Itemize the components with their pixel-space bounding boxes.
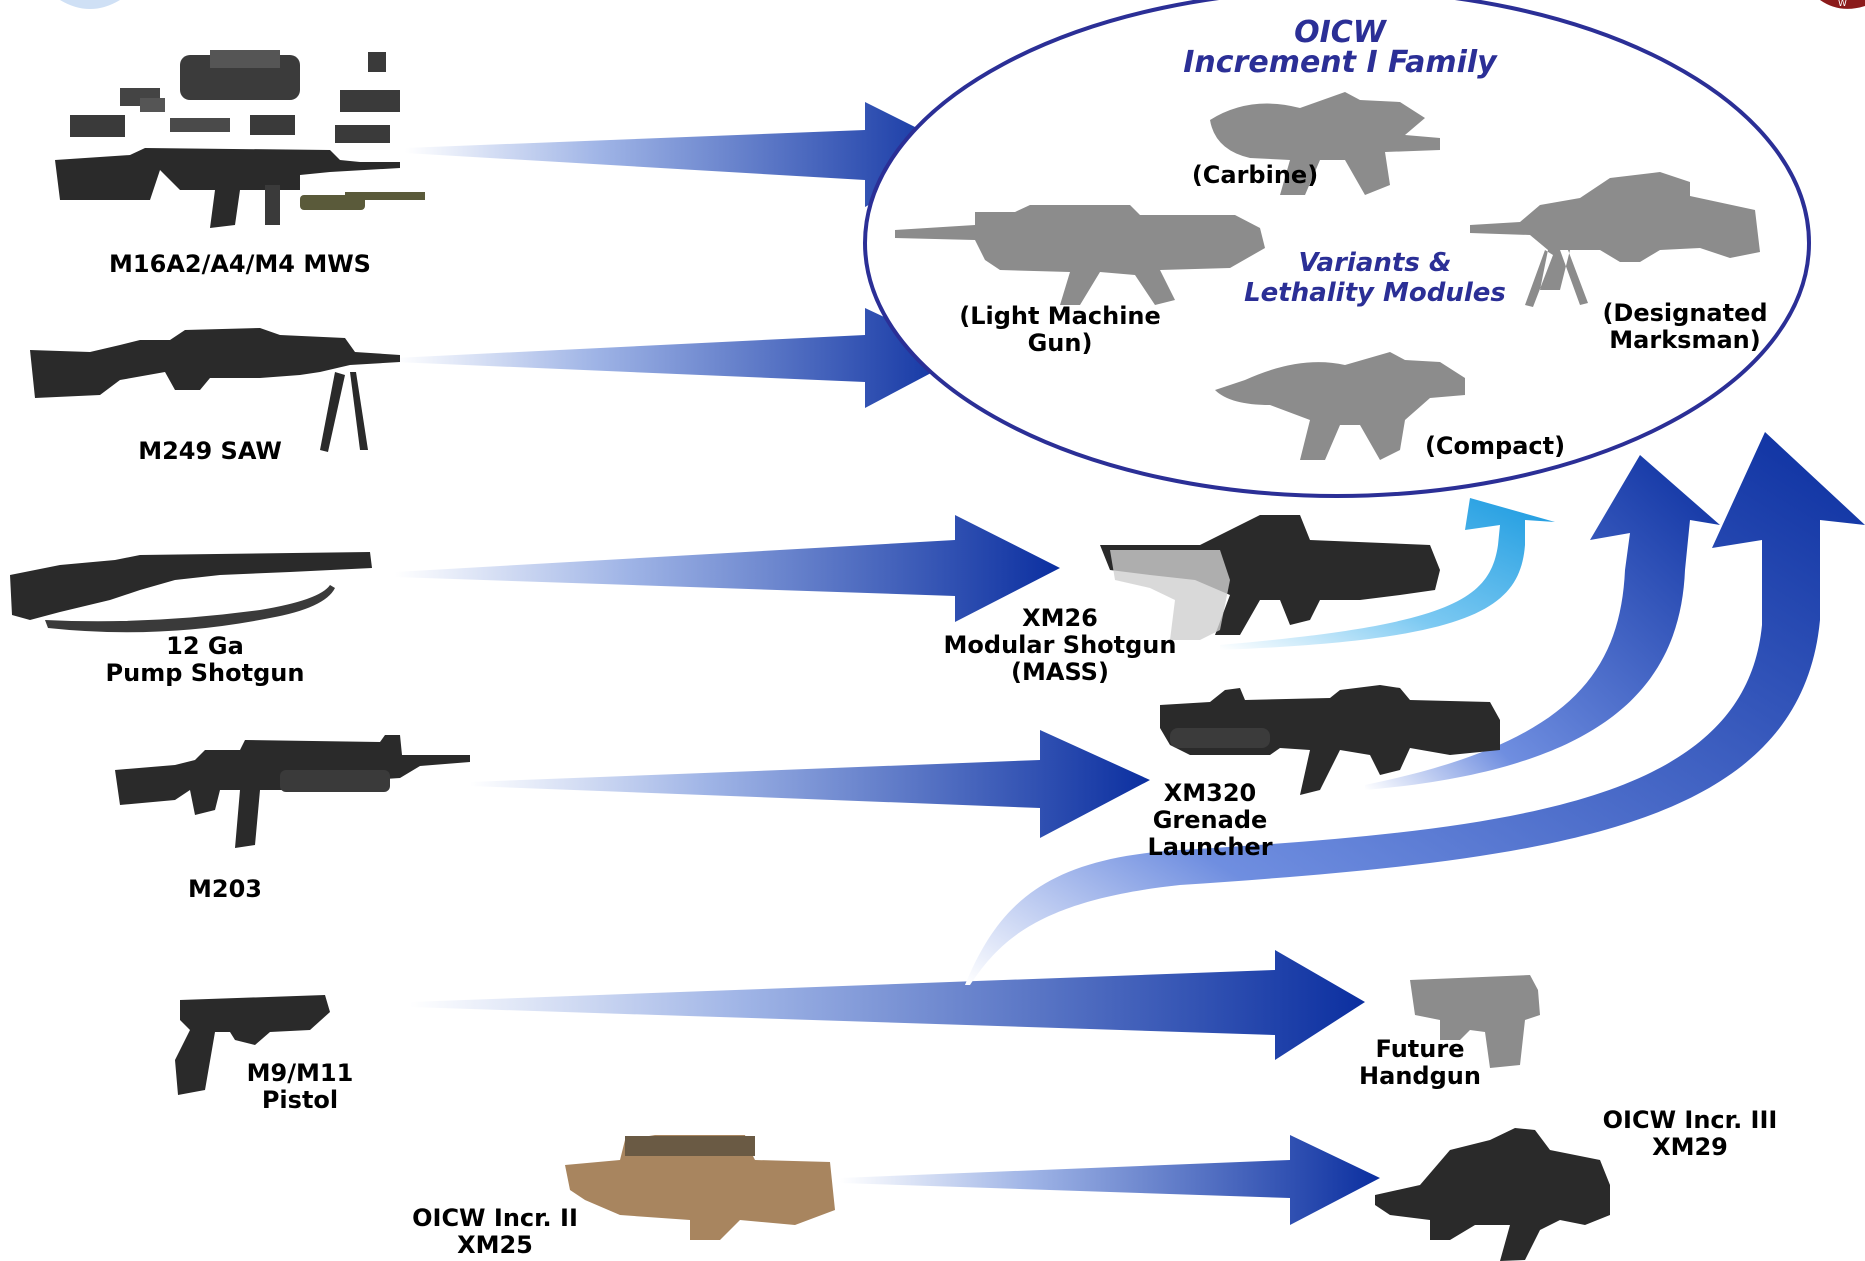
dm-label-line1: (Designated <box>1602 299 1768 327</box>
m203-label-text: M203 <box>188 875 262 903</box>
xm320-label-line2: Grenade <box>1152 806 1268 834</box>
xm25-image <box>565 1135 835 1240</box>
arrow-m16-to-oicw <box>405 102 965 207</box>
xm25-label-line1: OICW Incr. II <box>412 1204 578 1232</box>
xm26-label-line1: XM26 <box>1022 604 1098 632</box>
xm320-label-line1: XM320 <box>1163 779 1257 807</box>
arrow-pistol-to-handgun <box>410 950 1365 1060</box>
m249-label: M249 SAW <box>110 438 310 465</box>
pump-shotgun-image <box>10 552 372 633</box>
xm26-mass-image <box>1100 515 1440 640</box>
curved-arrow-xm26-to-oicw <box>1220 498 1555 650</box>
handgun-label-line2: Handgun <box>1359 1062 1481 1090</box>
compact-label-text: (Compact) <box>1424 432 1566 460</box>
m16-label: M16A2/A4/M4 MWS <box>60 251 420 278</box>
xm26-label-line2: Modular Shotgun <box>943 631 1177 659</box>
xm29-label-line2: XM29 <box>1652 1133 1728 1161</box>
lmg-label: (Light Machine Gun) <box>945 303 1175 357</box>
oicw-title-line1: OICW <box>1294 15 1386 50</box>
arrow-shotgun-to-xm26 <box>395 515 1060 622</box>
curved-arrow-xm320-to-oicw <box>1365 455 1720 790</box>
oicw-family-ellipse <box>863 0 1811 498</box>
m249-saw-image <box>30 328 400 452</box>
m9-pistol-image <box>175 995 330 1095</box>
designated-marksman-label: (Designated Marksman) <box>1570 300 1800 354</box>
xm29-label: OICW Incr. III XM29 <box>1570 1107 1810 1161</box>
xm320-label-line3: Launcher <box>1147 833 1273 861</box>
xm29-label-line1: OICW Incr. III <box>1602 1106 1778 1134</box>
future-handgun-label: Future Handgun <box>1330 1036 1510 1090</box>
lmg-silhouette <box>895 205 1265 305</box>
carbine-label-text: (Carbine) <box>1191 161 1319 189</box>
pistol-label-line2: Pistol <box>261 1086 339 1114</box>
lmg-label-line1: (Light Machine <box>959 302 1161 330</box>
compact-label: (Compact) <box>1380 433 1610 460</box>
future-handgun-image <box>1410 975 1540 1068</box>
shotgun-label: 12 Ga Pump Shotgun <box>90 633 320 687</box>
shotgun-label-line2: Pump Shotgun <box>105 659 305 687</box>
dm-label-line2: Marksman) <box>1609 326 1761 354</box>
corner-logo-left <box>60 0 120 9</box>
xm320-image <box>1160 685 1500 795</box>
variants-line2: Lethality Modules <box>1244 278 1506 308</box>
corner-logo-right: W <box>1820 0 1865 9</box>
xm26-label: XM26 Modular Shotgun (MASS) <box>940 605 1180 686</box>
xm26-label-line3: (MASS) <box>1011 658 1109 686</box>
curved-arrow-pistol-to-oicw <box>965 432 1865 985</box>
variants-line1: Variants & <box>1298 248 1452 278</box>
compact-silhouette <box>1215 352 1465 460</box>
m203-label: M203 <box>150 876 300 903</box>
svg-text:W: W <box>1838 0 1847 9</box>
oicw-title-line2: Increment I Family <box>1183 45 1497 80</box>
arrow-m249-to-oicw <box>395 308 965 408</box>
xm320-label: XM320 Grenade Launcher <box>1110 780 1310 861</box>
xm29-image <box>1375 1128 1610 1261</box>
m16-label-text: M16A2/A4/M4 MWS <box>109 250 371 278</box>
pistol-label: M9/M11 Pistol <box>220 1060 380 1114</box>
m249-label-text: M249 SAW <box>138 437 282 465</box>
m16-mws-image <box>55 50 425 228</box>
shotgun-label-line1: 12 Ga <box>166 632 244 660</box>
carbine-silhouette <box>1210 92 1440 195</box>
pistol-label-line1: M9/M11 <box>246 1059 354 1087</box>
designated-marksman-silhouette <box>1470 172 1760 307</box>
oicw-title: OICW Increment I Family <box>1160 18 1520 78</box>
arrow-m203-to-xm320 <box>470 730 1150 838</box>
xm25-label-line2: XM25 <box>457 1231 533 1259</box>
xm25-label: OICW Incr. II XM25 <box>385 1205 605 1259</box>
handgun-label-line1: Future <box>1375 1035 1465 1063</box>
lmg-label-line2: Gun) <box>1027 329 1093 357</box>
carbine-label: (Carbine) <box>1140 162 1370 189</box>
m203-image <box>115 735 470 848</box>
variants-modules-label: Variants & Lethality Modules <box>1230 248 1520 308</box>
arrow-xm25-to-xm29 <box>840 1135 1380 1225</box>
